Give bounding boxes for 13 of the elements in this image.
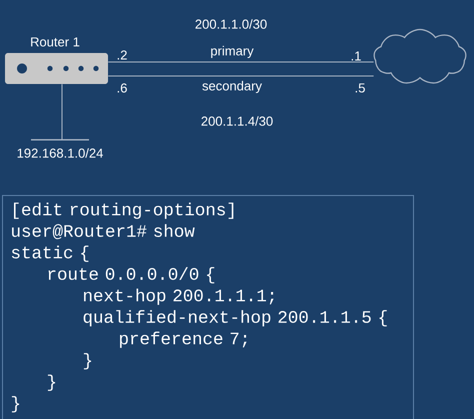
- cloud-shape: [374, 28, 466, 84]
- edge-label: secondary: [202, 80, 262, 94]
- address-label: .5: [356, 83, 365, 93]
- router-drawing: Router 1: [5, 37, 108, 84]
- address-label: .6: [118, 83, 127, 93]
- address-label: .2: [118, 50, 127, 60]
- subnet-label: 200.1.1.0/30: [196, 19, 267, 29]
- edge-label: primary: [211, 46, 254, 58]
- node-label: Router 1: [31, 37, 80, 47]
- subnet-label: 200.1.1.4/30: [202, 116, 273, 126]
- code-box: [edit routing-options] user@Router1# show static { route 0.0.0.0/0 { next-hop 200.1.1.1; qualified-next-hop 200.1.1.5 { preference 7; } } }: [2, 195, 414, 419]
- lan-segment: 192.168.1.0/24: [18, 139, 103, 158]
- address-label: .1: [352, 52, 361, 60]
